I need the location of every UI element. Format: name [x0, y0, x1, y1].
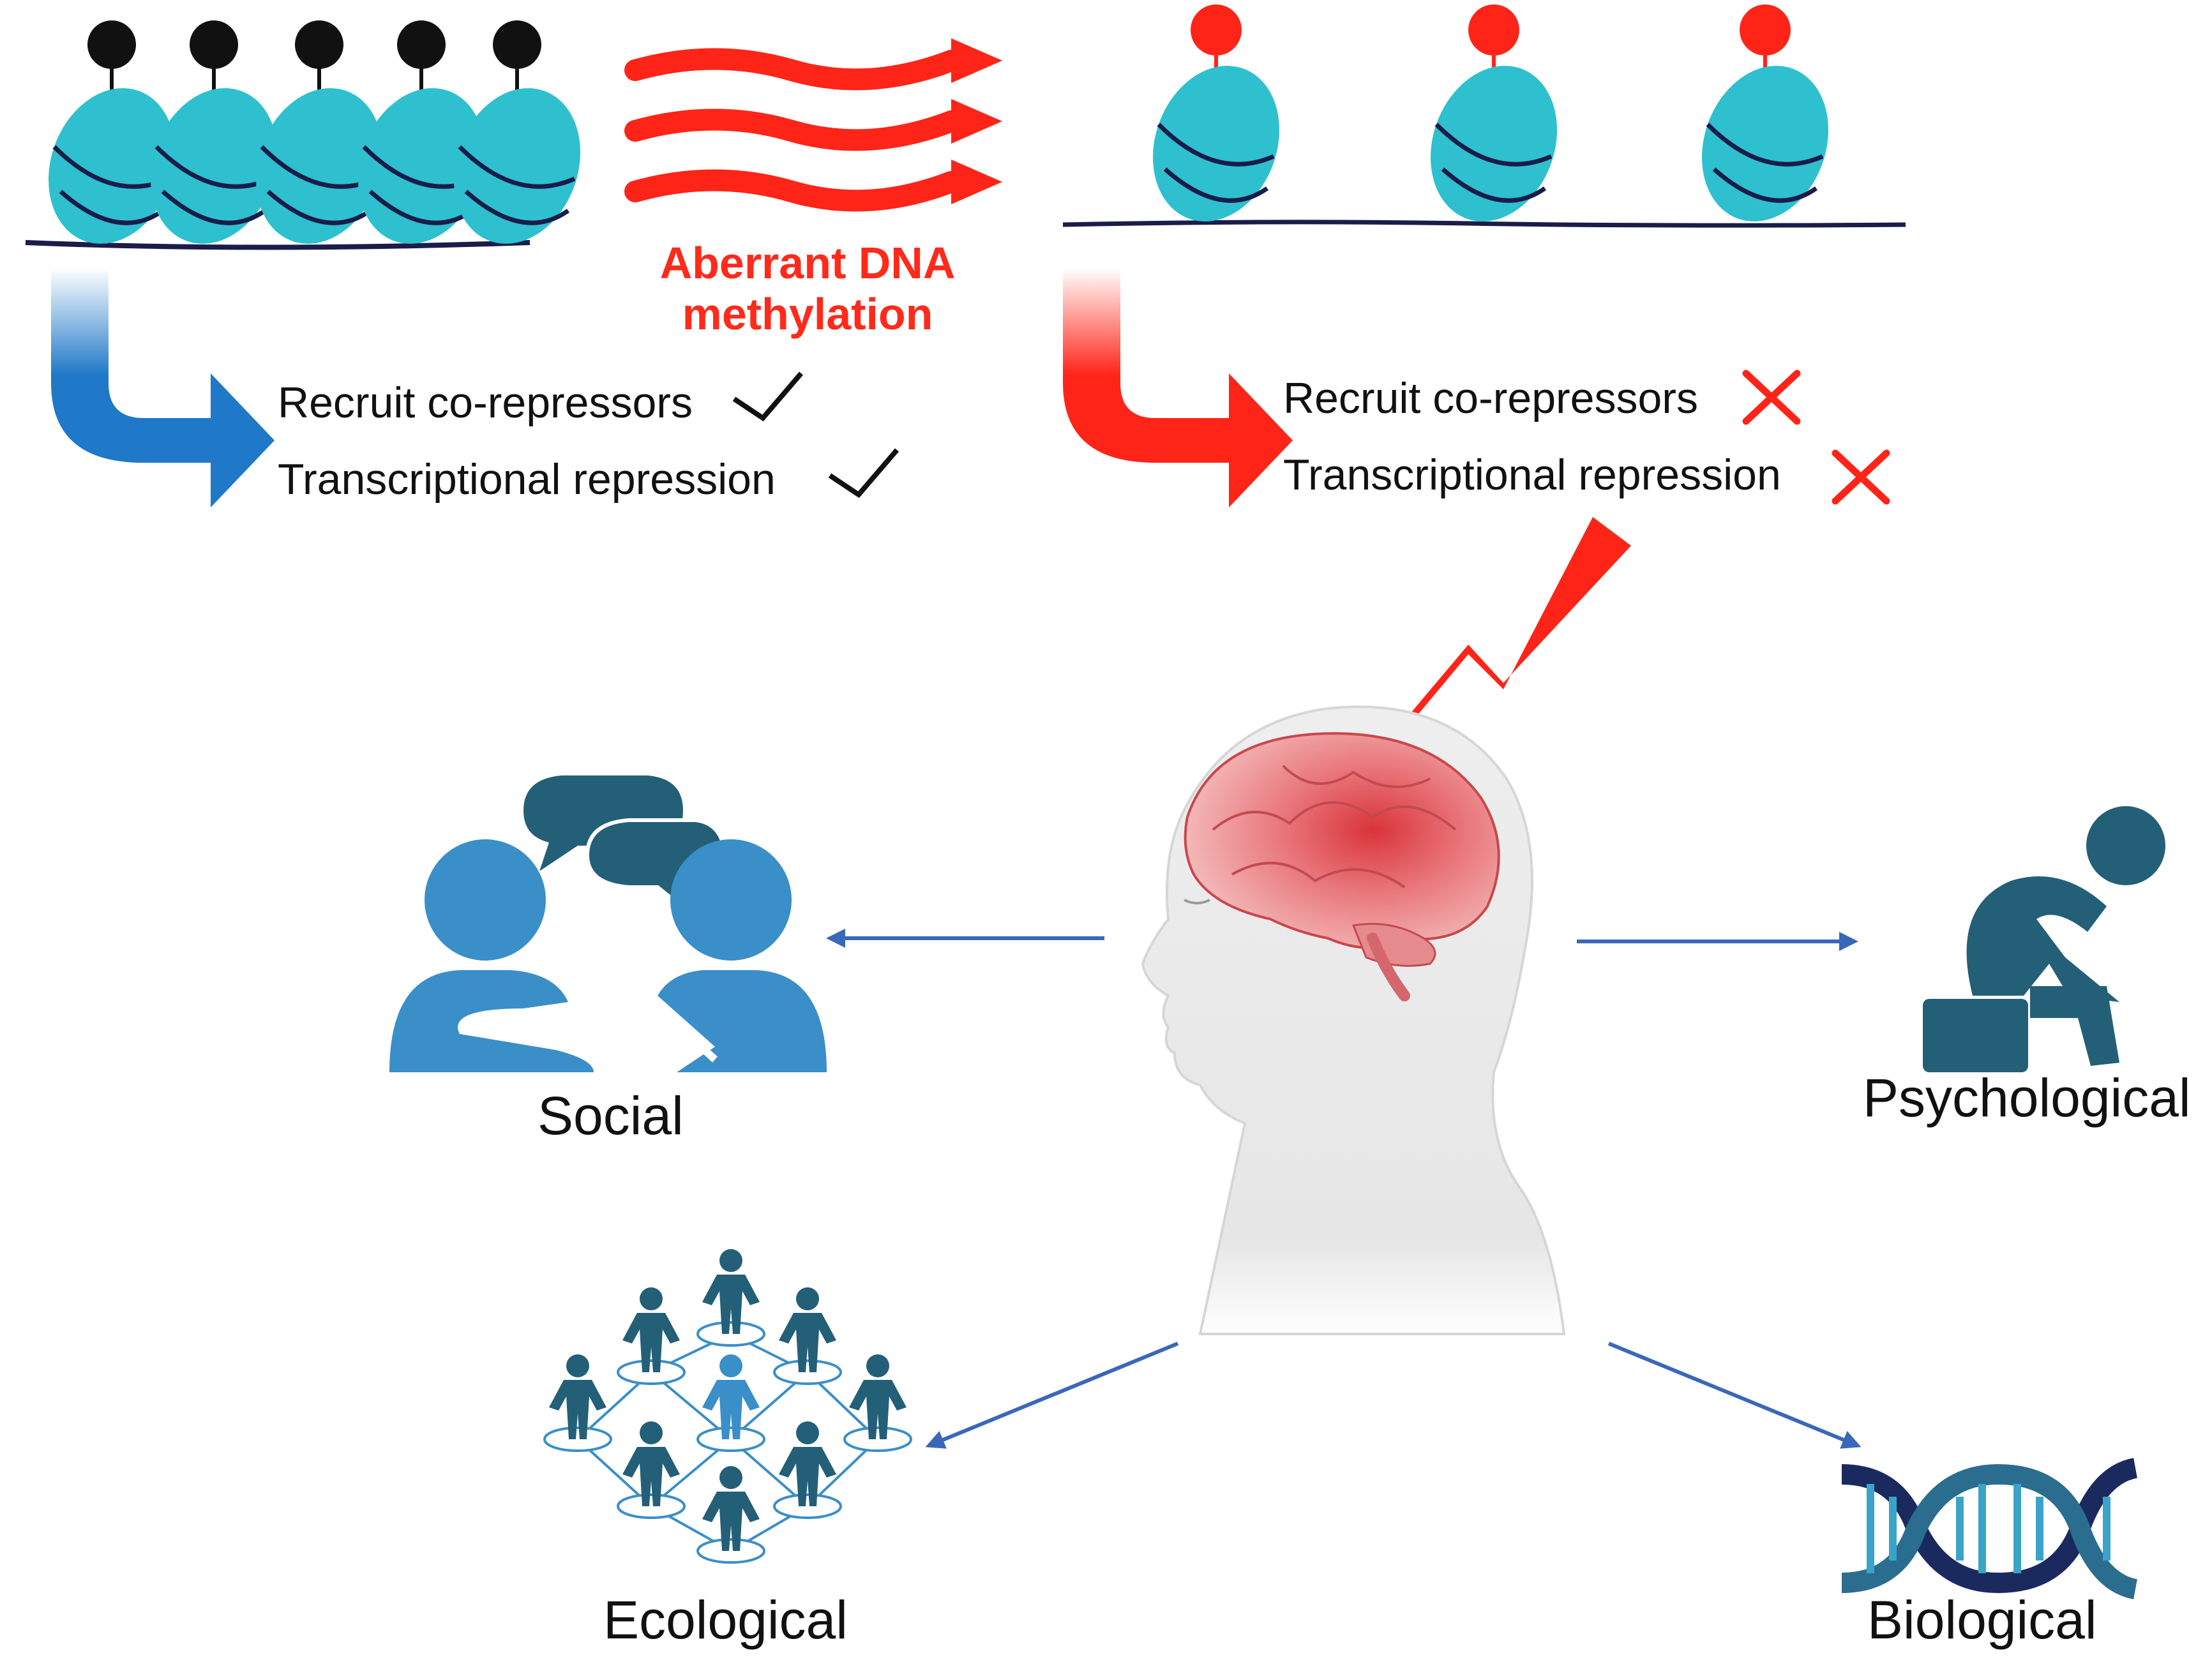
red-bent-arrow	[1063, 268, 1293, 507]
person-icon	[696, 1466, 765, 1564]
condensed-chromatin	[25, 20, 580, 250]
person-icon	[773, 1287, 842, 1385]
left-status-recruit: Recruit co-repressors	[278, 378, 693, 427]
dna-strand-right	[1062, 220, 1906, 228]
category-psychological: Psychological	[1863, 1068, 2191, 1128]
arrow-to-ecological	[925, 1342, 1179, 1449]
right-status-repression: Transcriptional repression	[1283, 451, 1781, 499]
nucleosome	[1431, 4, 1557, 221]
nucleosome	[1153, 4, 1279, 221]
category-social: Social	[538, 1086, 684, 1146]
category-ecological: Ecological	[603, 1590, 848, 1650]
social-conversation-icon	[389, 775, 827, 1072]
person-icon	[843, 1354, 912, 1452]
ecological-network-icon	[543, 1249, 912, 1564]
brain-icon	[1184, 732, 1500, 1001]
check-icon	[732, 371, 804, 422]
person-icon	[617, 1287, 686, 1385]
aberrant-methylation-title-line1: Aberrant DNA	[659, 238, 956, 288]
right-status-recruit: Recruit co-repressors	[1283, 374, 1698, 423]
lightning-arrow	[1328, 517, 1631, 830]
arrow-to-biological	[1607, 1342, 1862, 1449]
nucleosome	[1702, 4, 1828, 221]
person-icon	[543, 1354, 612, 1452]
blue-bent-arrow	[51, 268, 275, 507]
person-icon	[773, 1421, 842, 1519]
cross-icon	[1742, 370, 1801, 425]
cross-icon	[1832, 449, 1890, 505]
category-biological: Biological	[1867, 1590, 2097, 1650]
nucleosome	[454, 20, 580, 244]
person-icon	[696, 1249, 765, 1347]
open-chromatin	[1062, 4, 1906, 228]
person-icon	[617, 1421, 686, 1519]
dna-strand-left	[25, 240, 530, 250]
left-status-repression: Transcriptional repression	[278, 455, 776, 504]
nucleosome	[358, 20, 485, 244]
dna-helix-icon	[1841, 1458, 2138, 1599]
check-icon	[828, 448, 899, 498]
wavy-arrows	[624, 38, 1002, 212]
psychological-distress-icon	[1923, 806, 2165, 1072]
aberrant-methylation-title-line2: methylation	[682, 289, 933, 339]
nucleosome-group-left	[49, 20, 580, 244]
person-icon	[696, 1354, 765, 1452]
nucleosome	[49, 20, 175, 244]
closed-eye	[1184, 899, 1210, 904]
human-head-illustration	[1141, 705, 1566, 1335]
nucleosome	[256, 20, 382, 244]
